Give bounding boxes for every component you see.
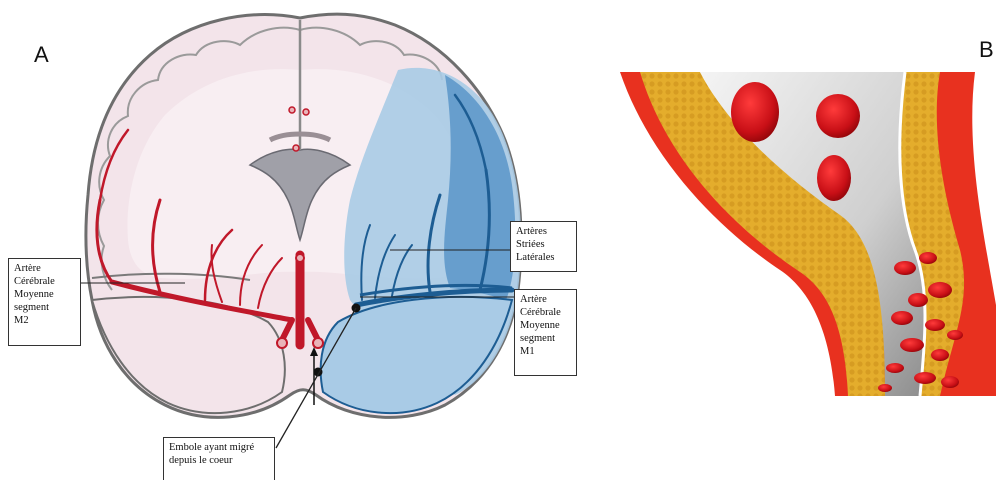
artery-cross-section [620, 72, 996, 396]
ischemic-core [444, 75, 515, 300]
label-lateral-striate-arteries: Artères Striées Latérales [510, 221, 577, 272]
brain-section [81, 14, 521, 448]
label-mca-m2: Artère Cérébrale Moyenne segment M2 [8, 258, 81, 346]
label-mca-m1: Artère Cérébrale Moyenne segment M1 [514, 289, 577, 376]
label-embolus: Embole ayant migré depuis le coeur [163, 437, 275, 480]
